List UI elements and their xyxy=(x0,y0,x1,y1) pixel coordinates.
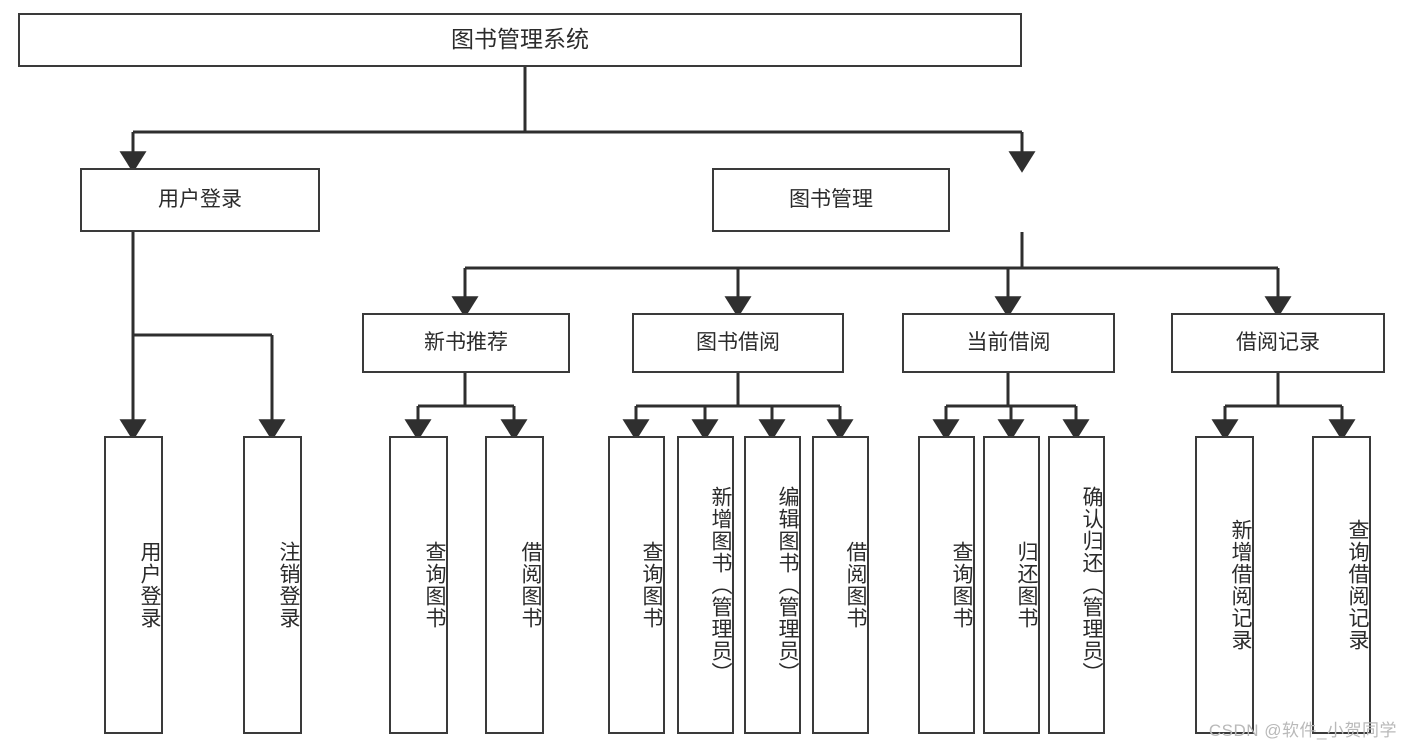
node-borrow-record[interactable]: 借阅记录 xyxy=(1171,313,1385,373)
leaf-return-book[interactable]: 归还图书 xyxy=(983,436,1040,734)
node-book-borrow[interactable]: 图书借阅 xyxy=(632,313,844,373)
node-label: 查询图书 xyxy=(423,541,446,629)
leaf-query-book-recommend[interactable]: 查询图书 xyxy=(389,436,448,734)
leaf-confirm-return-admin[interactable]: 确认归还（管理员） xyxy=(1048,436,1105,734)
leaf-edit-book-admin[interactable]: 编辑图书（管理员） xyxy=(744,436,801,734)
node-label: 图书管理系统 xyxy=(451,26,589,53)
node-label: 新增借阅记录 xyxy=(1229,519,1252,651)
node-label: 新书推荐 xyxy=(424,330,508,354)
node-label: 当前借阅 xyxy=(966,330,1051,354)
leaf-borrow-book-recommend[interactable]: 借阅图书 xyxy=(485,436,544,734)
leaf-query-borrow-record[interactable]: 查询借阅记录 xyxy=(1312,436,1371,734)
node-label: 新增图书（管理员） xyxy=(709,486,732,684)
leaf-query-book-current[interactable]: 查询图书 xyxy=(918,436,975,734)
node-label: 图书管理 xyxy=(789,187,873,211)
node-user-login[interactable]: 用户登录 xyxy=(80,168,320,232)
leaf-add-book-admin[interactable]: 新增图书（管理员） xyxy=(677,436,734,734)
node-label: 查询借阅记录 xyxy=(1346,519,1369,651)
node-label: 用户登录 xyxy=(138,541,161,629)
csdn-watermark: CSDN @软件_小贺同学 xyxy=(1208,721,1397,740)
leaf-query-book-borrow[interactable]: 查询图书 xyxy=(608,436,665,734)
node-label: 确认归还（管理员） xyxy=(1080,486,1103,684)
leaf-user-login[interactable]: 用户登录 xyxy=(104,436,163,734)
node-label: 注销登录 xyxy=(277,541,300,629)
node-new-book-recommend[interactable]: 新书推荐 xyxy=(362,313,570,373)
node-label: 借阅图书 xyxy=(519,541,542,629)
leaf-logout[interactable]: 注销登录 xyxy=(243,436,302,734)
node-label: 用户登录 xyxy=(158,187,242,211)
node-label: 查询图书 xyxy=(640,541,663,629)
node-label: 借阅记录 xyxy=(1236,330,1320,354)
node-label: 图书借阅 xyxy=(696,330,780,354)
node-root-book-management-system[interactable]: 图书管理系统 xyxy=(18,13,1022,67)
leaf-add-borrow-record[interactable]: 新增借阅记录 xyxy=(1195,436,1254,734)
node-label: 编辑图书（管理员） xyxy=(776,486,799,684)
node-label: 借阅图书 xyxy=(844,541,867,629)
node-book-management[interactable]: 图书管理 xyxy=(712,168,950,232)
leaf-borrow-book[interactable]: 借阅图书 xyxy=(812,436,869,734)
node-label: 查询图书 xyxy=(950,541,973,629)
node-current-borrow[interactable]: 当前借阅 xyxy=(902,313,1115,373)
node-label: 归还图书 xyxy=(1015,541,1038,629)
